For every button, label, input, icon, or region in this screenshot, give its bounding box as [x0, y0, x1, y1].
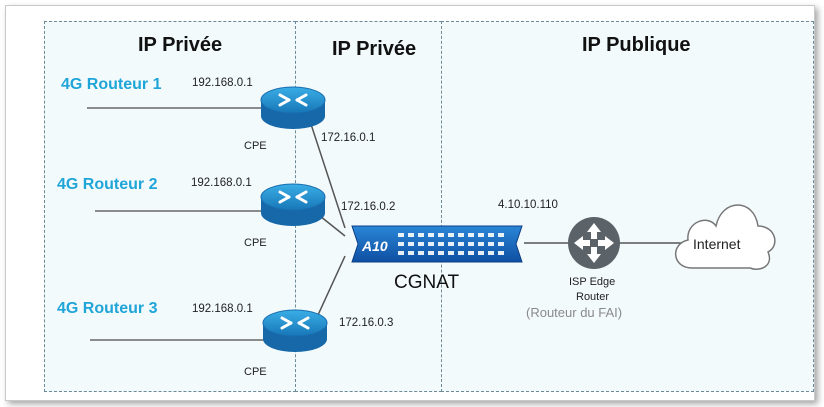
router-2-wan-ip: 172.16.0.2: [341, 201, 396, 213]
router-3-icon: [262, 309, 328, 352]
zone-title-2: IP Privée: [332, 38, 417, 60]
router-2-icon: [260, 183, 326, 226]
internet-label: Internet: [693, 236, 741, 252]
router-1-icon: [260, 86, 326, 129]
isp-label-line1: ISP Edge: [569, 276, 616, 288]
router-3-cpe-label: CPE: [244, 366, 267, 378]
router-2-cpe-label: CPE: [244, 237, 267, 249]
uplink-ip: 4.10.10.110: [498, 199, 558, 211]
cgnat-brand: A10: [361, 238, 388, 254]
router-3-lan-ip: 192.168.0.1: [192, 303, 253, 315]
router-2-lan-ip: 192.168.0.1: [191, 177, 252, 189]
zone-title-3: IP Publique: [582, 34, 691, 56]
link-r2-cgnat: [319, 215, 346, 237]
zone-title-1: IP Privée: [138, 34, 223, 56]
router-2-name: 4G Routeur 2: [57, 176, 158, 193]
cgnat-device-icon: A10: [351, 225, 523, 263]
internet-cloud-icon: [675, 204, 776, 270]
isp-label-french: (Routeur du FAI): [526, 305, 623, 320]
link-r1-cgnat: [306, 111, 346, 229]
isp-router-icon: [568, 217, 620, 269]
router-1-cpe-label: CPE: [244, 140, 267, 152]
router-1-lan-ip: 192.168.0.1: [192, 77, 253, 89]
router-3-name: 4G Routeur 3: [57, 300, 158, 317]
router-3-wan-ip: 172.16.0.3: [339, 317, 394, 329]
zone-private-cpe: [44, 21, 296, 392]
zone-public: [441, 21, 814, 392]
isp-label-line2: Router: [576, 291, 610, 303]
router-1-name: 4G Routeur 1: [61, 76, 162, 93]
router-1-wan-ip: 172.16.0.1: [321, 132, 376, 144]
cgnat-label: CGNAT: [394, 272, 460, 293]
